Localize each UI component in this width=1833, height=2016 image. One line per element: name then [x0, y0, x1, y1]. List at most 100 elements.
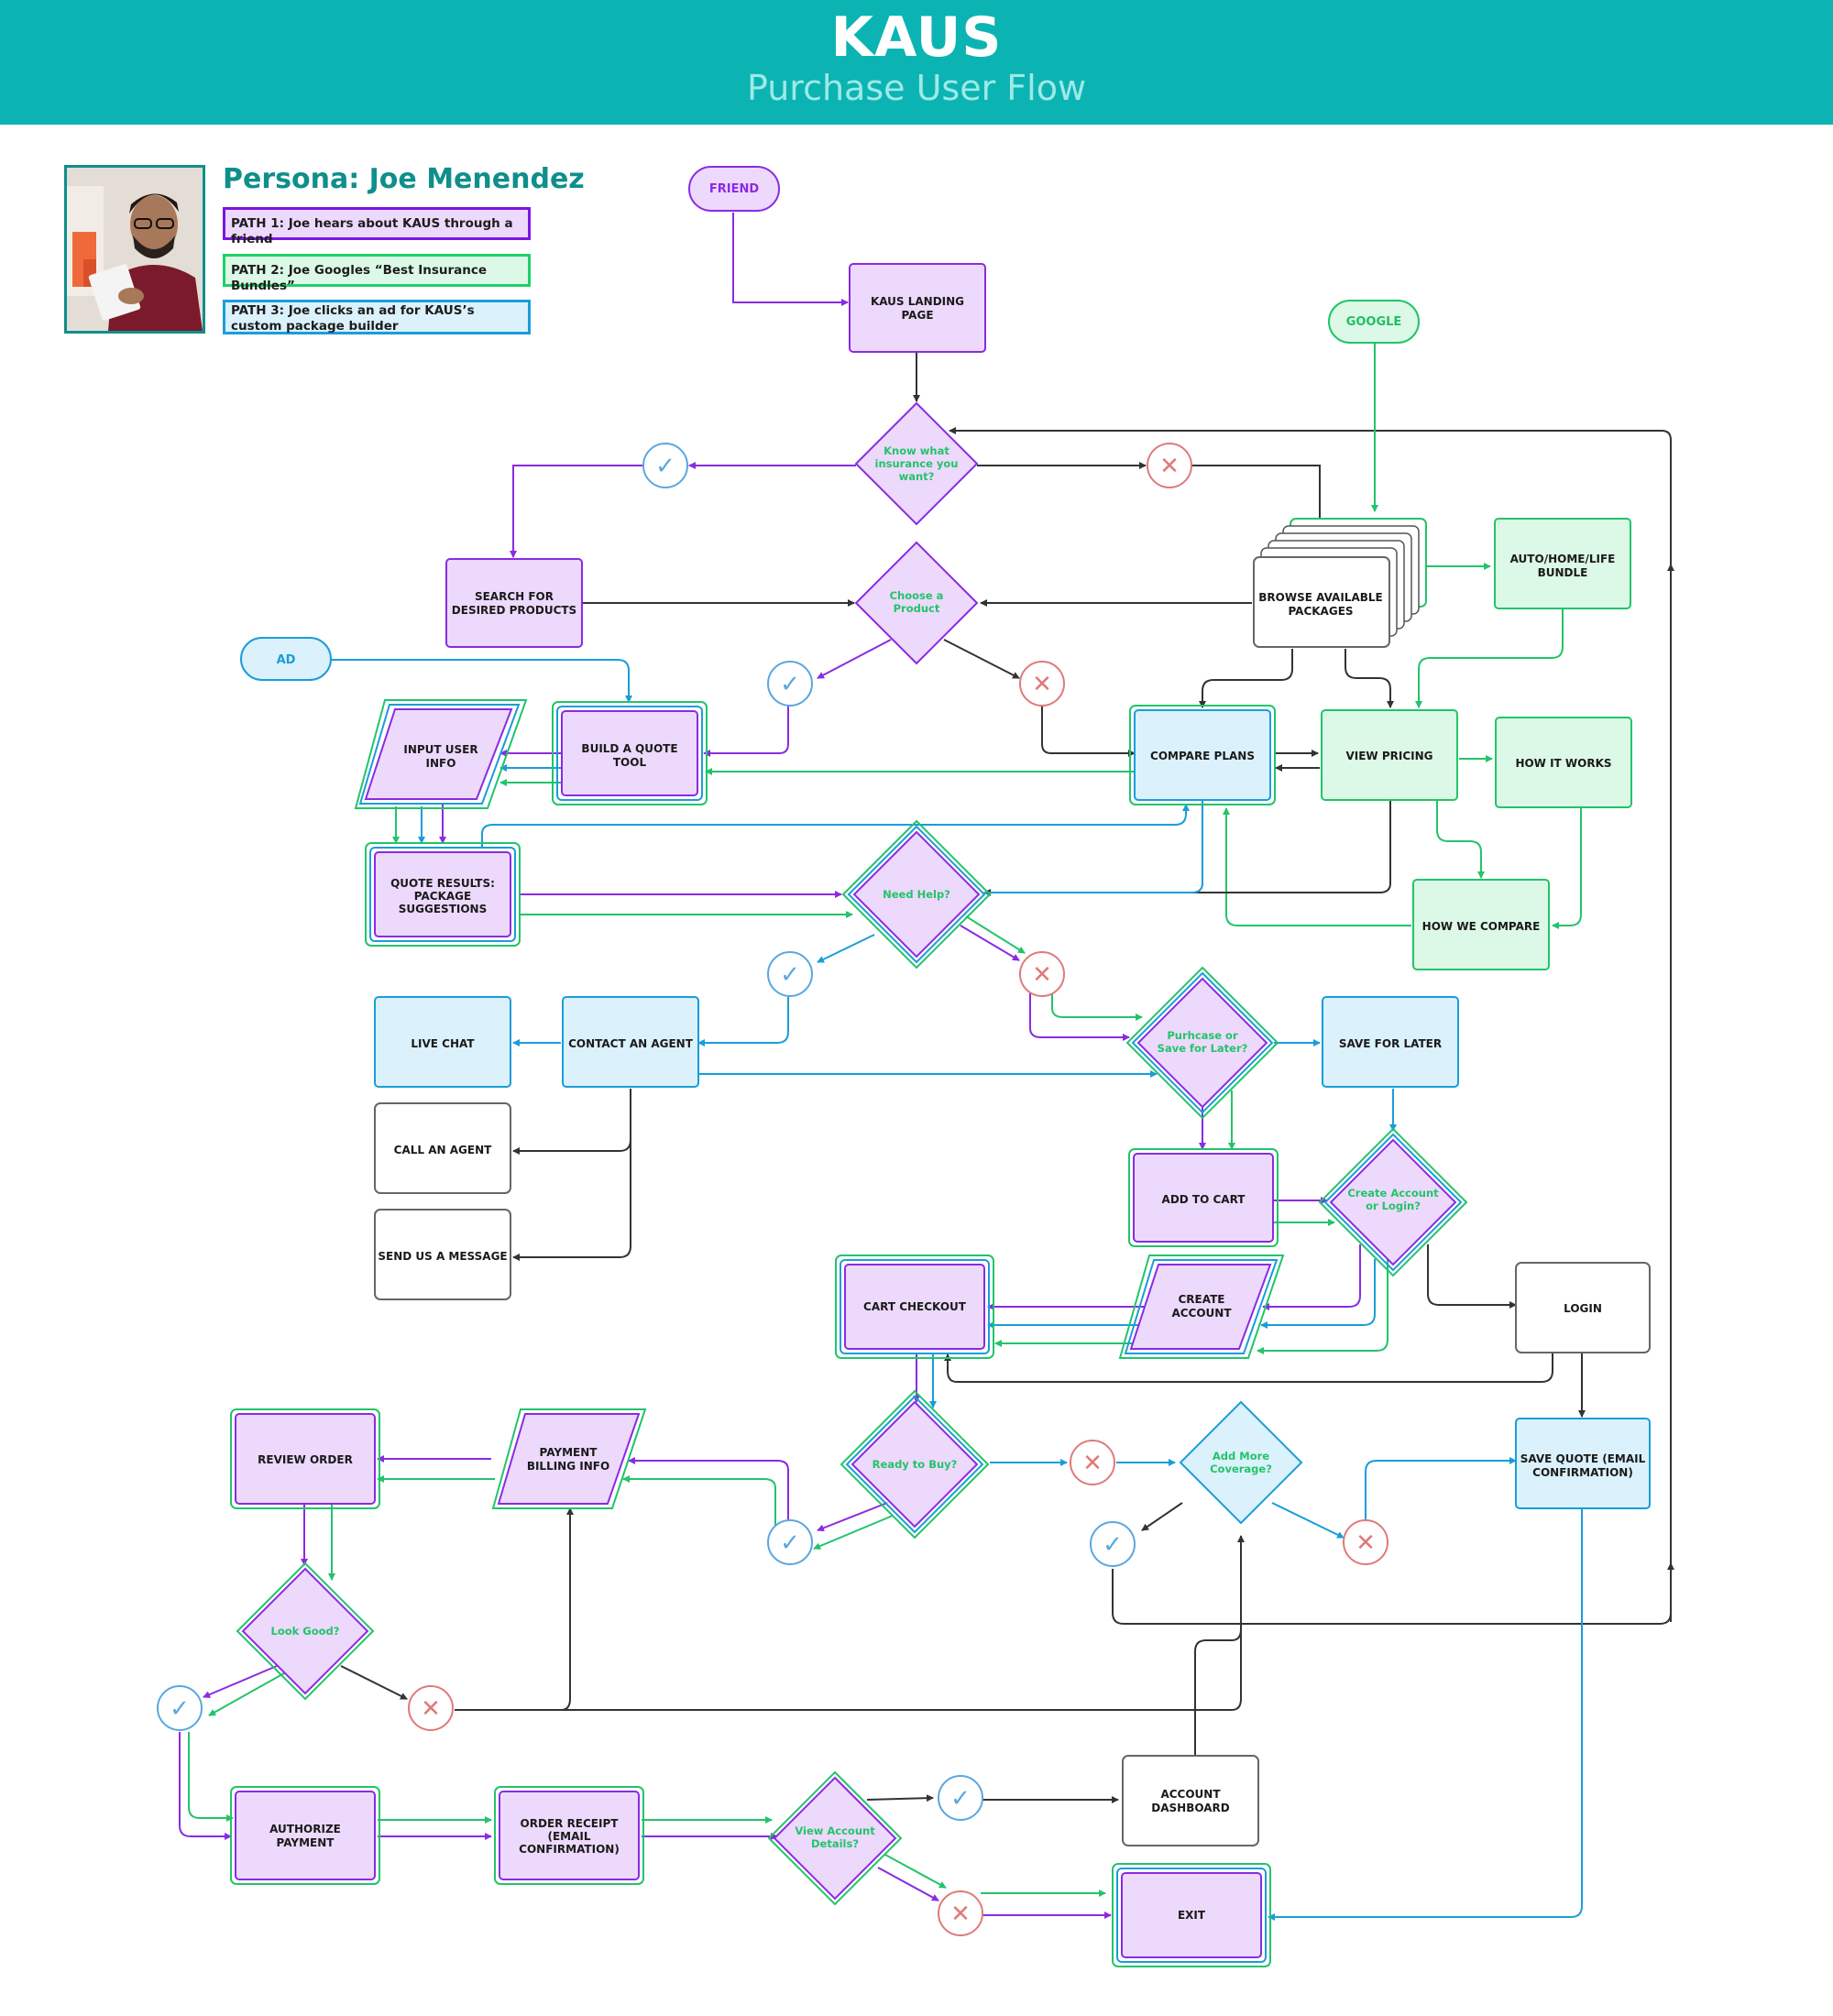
persona-title: Persona: Joe Menendez	[223, 163, 585, 195]
app-title: KAUS	[830, 5, 1003, 70]
no-marker-glyph: ✕	[1082, 1450, 1103, 1477]
decision-purchase-save-l0: Purhcase or	[1167, 1029, 1238, 1042]
node-compare-l0: COMPARE PLANS	[1150, 750, 1255, 762]
terminal-friend: FRIEND	[688, 166, 780, 212]
path-2-legend: PATH 2: Joe Googles “Best Insurance Bund…	[223, 254, 531, 293]
node-cart-checkout: CART CHECKOUT	[835, 1255, 994, 1359]
connectors	[179, 213, 1674, 1921]
svg-text:SEND US A MESSAGE: SEND US A MESSAGE	[378, 1250, 507, 1263]
node-receipt-l1: (EMAIL	[547, 1830, 590, 1843]
decision-need-help-l0: Need Help?	[883, 888, 950, 901]
decision-add-coverage-l0: Add More	[1213, 1450, 1269, 1463]
node-bundle-l1: BUNDLE	[1538, 566, 1588, 579]
path-3-legend: PATH 3: Joe clicks an ad for KAUS’s cust…	[223, 300, 531, 334]
svg-text:Look Good?: Look Good?	[271, 1625, 340, 1638]
decision-know-insurance-l2: want?	[899, 470, 935, 483]
yes-marker-icon: ✓	[157, 1685, 203, 1731]
header-banner: KAUS Purchase User Flow	[0, 0, 1833, 125]
yes-marker-glyph: ✓	[655, 453, 675, 480]
no-marker-glyph: ✕	[421, 1695, 441, 1723]
no-marker-icon: ✕	[1019, 661, 1065, 707]
node-add-cart: ADD TO CART	[1128, 1148, 1279, 1247]
decision-choose-product-l1: Product	[894, 602, 940, 615]
node-view-pricing: VIEW PRICING	[1321, 709, 1458, 801]
terminal-ad: AD	[240, 637, 332, 681]
node-browse-l0: BROWSE AVAILABLE	[1258, 591, 1382, 604]
node-build-quote-l1: TOOL	[613, 756, 647, 769]
node-authorize-l0: AUTHORIZE	[269, 1823, 341, 1835]
decision-purchase-save-l1: Save for Later?	[1158, 1042, 1248, 1055]
node-review-order: REVIEW ORDER	[230, 1408, 380, 1509]
node-create-account-l0: CREATE	[1179, 1293, 1225, 1306]
svg-text:LIVE CHAT: LIVE CHAT	[411, 1037, 475, 1050]
node-call-agent: CALL AN AGENT	[374, 1102, 511, 1194]
node-exit: EXIT	[1112, 1863, 1271, 1967]
node-authorize-l1: PAYMENT	[277, 1836, 335, 1849]
node-review-order-l0: REVIEW ORDER	[258, 1453, 353, 1466]
node-quote-results-l2: SUGGESTIONS	[399, 903, 487, 915]
terminal-google-label: GOOGLE	[1346, 315, 1402, 329]
yes-marker-glyph: ✓	[950, 1785, 971, 1813]
terminal-friend-label: FRIEND	[709, 182, 759, 196]
node-call-agent-l0: CALL AN AGENT	[394, 1144, 492, 1156]
yes-marker-icon: ✓	[767, 661, 813, 707]
node-payment-l0: PAYMENT	[540, 1446, 598, 1459]
svg-text:COMPARE PLANS: COMPARE PLANS	[1150, 750, 1255, 762]
no-marker-glyph: ✕	[1032, 961, 1052, 989]
svg-text:HOW WE COMPARE: HOW WE COMPARE	[1422, 920, 1541, 933]
node-build-quote-l0: BUILD A QUOTE	[581, 742, 677, 755]
decision-create-login-l1: or Login?	[1366, 1200, 1421, 1212]
yes-marker-glyph: ✓	[780, 1529, 800, 1557]
node-how-we-compare-l0: HOW WE COMPARE	[1422, 920, 1541, 933]
terminal-ad-label: AD	[277, 653, 296, 667]
node-add-cart-l0: ADD TO CART	[1162, 1193, 1246, 1206]
yes-marker-icon: ✓	[938, 1775, 983, 1821]
no-marker-icon: ✕	[1070, 1440, 1115, 1485]
svg-text:VIEW PRICING: VIEW PRICING	[1345, 750, 1432, 762]
decision-choose-product-l0: Choose a	[890, 589, 944, 602]
decision-know-insurance-l0: Know what	[884, 444, 949, 457]
node-how-we-compare: HOW WE COMPARE	[1412, 879, 1550, 970]
yes-marker-icon: ✓	[767, 1519, 813, 1565]
node-save-later: SAVE FOR LATER	[1322, 996, 1459, 1088]
yes-marker-glyph: ✓	[170, 1695, 190, 1723]
svg-text:EXIT: EXIT	[1178, 1909, 1206, 1922]
decision-look-good-l0: Look Good?	[271, 1625, 340, 1638]
svg-text:ADD TO CART: ADD TO CART	[1162, 1193, 1246, 1206]
svg-text:LOGIN: LOGIN	[1564, 1302, 1602, 1315]
node-login-l0: LOGIN	[1564, 1302, 1602, 1315]
yes-marker-glyph: ✓	[780, 961, 800, 989]
node-landing-l0: KAUS LANDING	[871, 295, 964, 308]
yes-marker-glyph: ✓	[780, 671, 800, 698]
node-landing-l1: PAGE	[901, 309, 933, 322]
decision-ready-buy-l0: Ready to Buy?	[873, 1458, 958, 1471]
node-save-quote-l0: SAVE QUOTE (EMAIL	[1520, 1452, 1646, 1465]
yes-marker-glyph: ✓	[1103, 1531, 1123, 1559]
svg-text:Ready to Buy?: Ready to Buy?	[873, 1458, 958, 1471]
node-view-pricing-l0: VIEW PRICING	[1345, 750, 1432, 762]
decision-look-good: Look Good?	[236, 1561, 375, 1701]
node-send-message-l0: SEND US A MESSAGE	[378, 1250, 507, 1263]
path-1-legend: PATH 1: Joe hears about KAUS through a f…	[223, 207, 531, 247]
node-how-it-works: HOW IT WORKS	[1495, 717, 1632, 808]
